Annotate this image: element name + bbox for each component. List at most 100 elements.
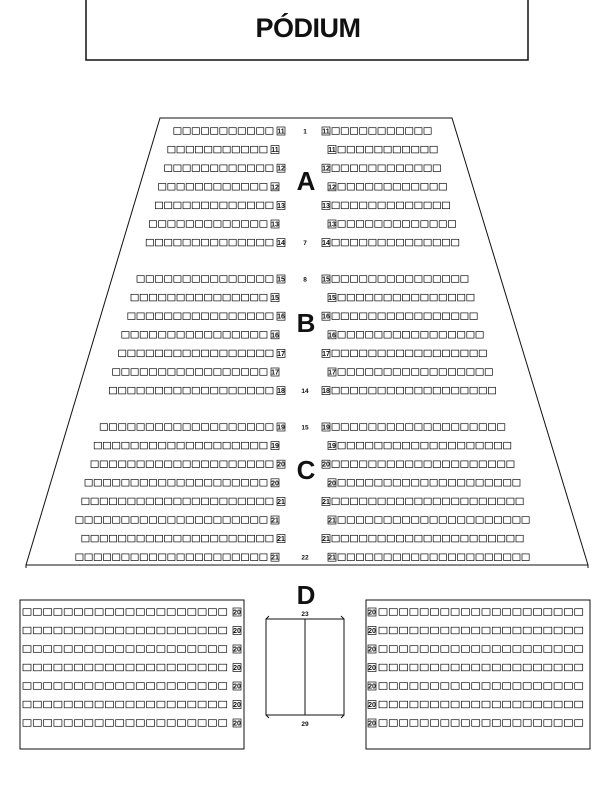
seat[interactable] — [84, 645, 94, 653]
seat[interactable] — [63, 645, 73, 653]
seat[interactable] — [488, 497, 496, 506]
seat[interactable] — [75, 516, 84, 524]
seat[interactable] — [399, 626, 408, 635]
seat[interactable] — [386, 497, 395, 506]
seat[interactable] — [460, 312, 469, 320]
seat[interactable] — [210, 460, 219, 468]
seat[interactable] — [430, 626, 439, 635]
seat[interactable] — [228, 349, 237, 358]
seat[interactable] — [256, 312, 265, 320]
seat[interactable] — [167, 516, 176, 524]
seat[interactable] — [146, 608, 155, 616]
seat[interactable] — [356, 368, 364, 376]
seat[interactable] — [337, 553, 346, 561]
seat[interactable] — [173, 201, 182, 210]
seat[interactable] — [228, 460, 237, 468]
seat[interactable] — [146, 645, 155, 653]
seat[interactable] — [115, 645, 125, 653]
seat[interactable] — [176, 145, 185, 154]
seat[interactable] — [553, 682, 563, 690]
seat[interactable] — [53, 626, 63, 635]
seat[interactable] — [84, 479, 93, 487]
seat[interactable] — [197, 700, 207, 709]
seat[interactable] — [471, 700, 481, 709]
seat[interactable] — [145, 534, 154, 543]
seat[interactable] — [359, 127, 368, 135]
seat[interactable] — [451, 312, 460, 320]
seat[interactable] — [121, 553, 130, 561]
seat[interactable] — [166, 682, 176, 690]
seat[interactable] — [442, 201, 450, 210]
seat[interactable] — [386, 349, 395, 358]
seat[interactable] — [512, 553, 521, 561]
seat[interactable] — [32, 645, 42, 653]
seat[interactable] — [204, 220, 213, 228]
seat[interactable] — [32, 608, 42, 616]
seat[interactable] — [346, 145, 355, 154]
seat[interactable] — [423, 534, 432, 543]
seat[interactable] — [543, 682, 553, 690]
seat[interactable] — [155, 275, 163, 283]
seat[interactable] — [377, 127, 386, 135]
seat[interactable] — [478, 534, 487, 543]
seat[interactable] — [74, 645, 83, 653]
seat[interactable] — [396, 127, 404, 135]
seat[interactable] — [399, 719, 408, 727]
seat[interactable] — [402, 331, 410, 339]
seat[interactable] — [405, 312, 414, 320]
seat[interactable] — [365, 145, 374, 154]
seat[interactable] — [164, 164, 173, 172]
seat[interactable] — [115, 682, 125, 690]
seat[interactable] — [471, 719, 481, 727]
seat[interactable] — [176, 479, 185, 487]
seat[interactable] — [368, 238, 377, 247]
seat[interactable] — [396, 534, 404, 543]
seat[interactable] — [204, 145, 213, 154]
seat[interactable] — [43, 645, 52, 653]
seat[interactable] — [145, 238, 154, 247]
seat[interactable] — [440, 645, 450, 653]
seat[interactable] — [130, 516, 139, 524]
seat[interactable] — [405, 164, 414, 172]
seat[interactable] — [388, 719, 398, 727]
seat[interactable] — [53, 700, 63, 709]
seat[interactable] — [127, 349, 136, 358]
seat[interactable] — [145, 497, 154, 506]
seat[interactable] — [414, 386, 423, 395]
seat[interactable] — [469, 423, 478, 431]
seat[interactable] — [420, 516, 429, 524]
seat[interactable] — [414, 423, 423, 431]
seat[interactable] — [219, 127, 228, 135]
seat[interactable] — [115, 700, 125, 709]
seat[interactable] — [115, 663, 125, 672]
seat[interactable] — [392, 145, 401, 154]
seat[interactable] — [139, 368, 148, 376]
seat[interactable] — [156, 719, 166, 727]
seat[interactable] — [337, 220, 346, 228]
seat[interactable] — [231, 220, 240, 228]
seat[interactable] — [177, 682, 186, 690]
seat[interactable] — [553, 645, 563, 653]
seat[interactable] — [256, 201, 265, 210]
seat[interactable] — [466, 479, 475, 487]
seat[interactable] — [259, 220, 268, 228]
seat[interactable] — [201, 201, 209, 210]
seat[interactable] — [350, 423, 358, 431]
seat[interactable] — [399, 700, 408, 709]
seat[interactable] — [533, 626, 542, 635]
seat[interactable] — [488, 423, 496, 431]
seat[interactable] — [365, 293, 374, 302]
seat[interactable] — [503, 553, 512, 561]
seat[interactable] — [94, 663, 104, 672]
seat[interactable] — [256, 460, 265, 468]
seat[interactable] — [195, 183, 203, 191]
seat[interactable] — [84, 719, 94, 727]
seat[interactable] — [396, 349, 404, 358]
seat[interactable] — [429, 293, 438, 302]
seat[interactable] — [208, 700, 217, 709]
seat[interactable] — [392, 368, 401, 376]
seat[interactable] — [156, 608, 166, 616]
seat[interactable] — [450, 645, 460, 653]
seat[interactable] — [182, 275, 191, 283]
seat[interactable] — [256, 423, 265, 431]
